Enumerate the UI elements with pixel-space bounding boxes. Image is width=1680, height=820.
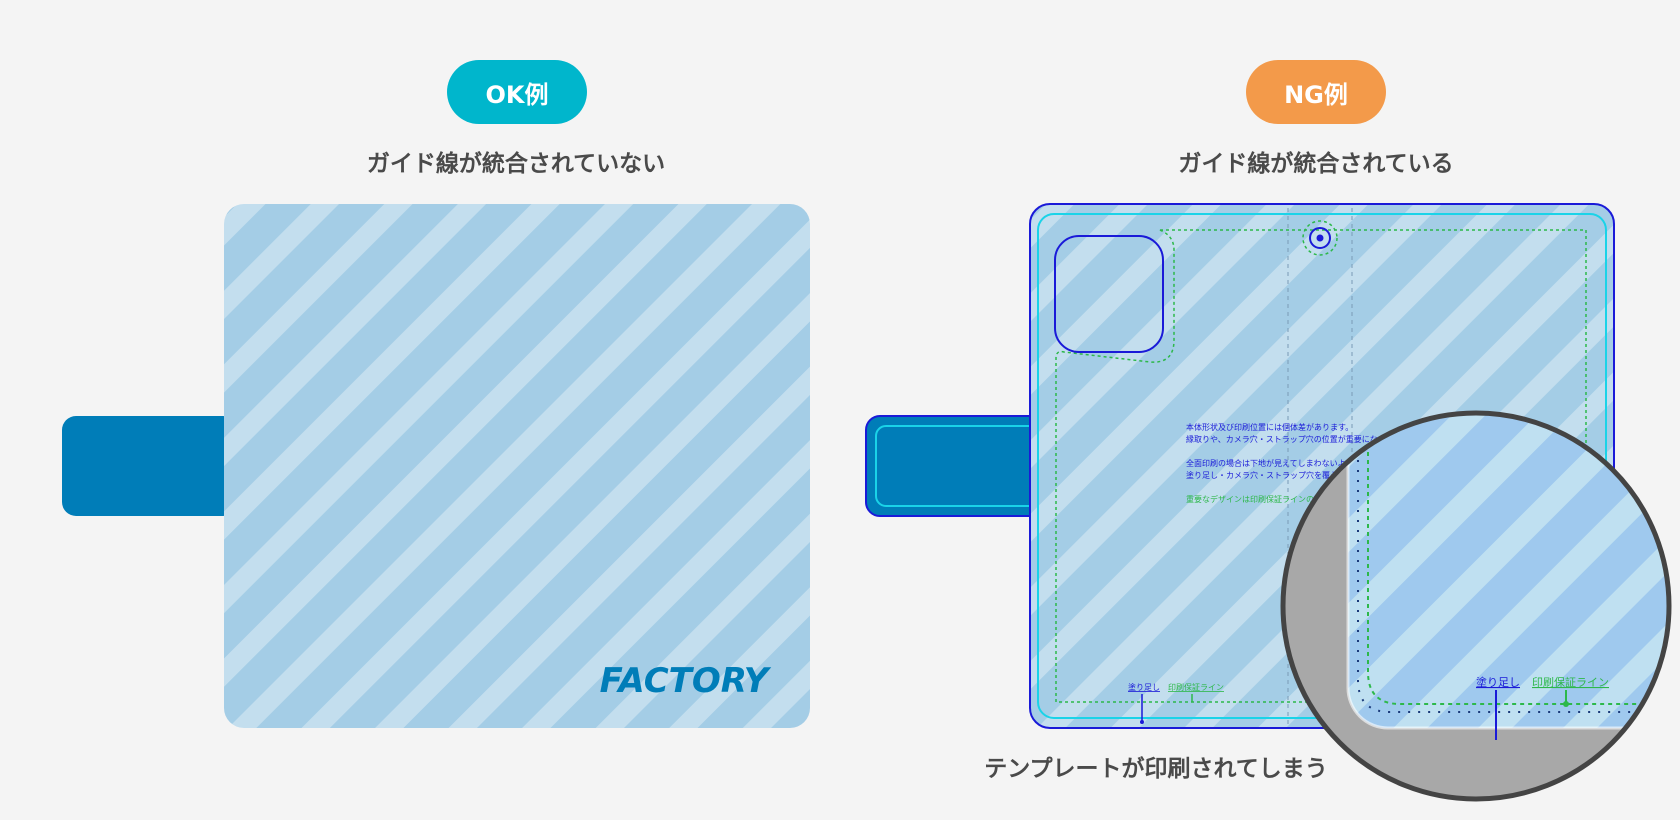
ng-label-safe: 印刷保証ライン bbox=[1168, 682, 1224, 692]
ok-flap bbox=[62, 416, 237, 516]
magnifier-ring bbox=[1280, 410, 1672, 802]
ng-note-4: 塗り足し・カメラ穴・ストラップ穴を覆うよう bbox=[1186, 470, 1354, 480]
ng-note-2: 縁取りや、カメラ穴・ストラップ穴の位置が重要になるデザ bbox=[1186, 434, 1402, 444]
ng-note-green: 重要なデザインは印刷保証ラインの内側 bbox=[1186, 494, 1330, 504]
ok-caption: ガイド線が統合されていない bbox=[366, 151, 666, 177]
ng-caption: ガイド線が統合されている bbox=[1178, 151, 1454, 177]
ng-bottom-caption: テンプレートが印刷されてしまう bbox=[984, 756, 1328, 782]
ng-label-bleed: 塗り足し bbox=[1128, 682, 1160, 692]
ng-note-1: 本体形状及び印刷位置には個体差があります。 bbox=[1186, 422, 1353, 432]
ng-flap bbox=[865, 415, 1047, 517]
camera-hole-guide bbox=[1054, 235, 1164, 353]
ng-badge: NG例 bbox=[1246, 60, 1386, 124]
ok-badge: OK例 bbox=[447, 60, 587, 124]
zoom-label-safe: 印刷保証ライン bbox=[1532, 675, 1609, 689]
zoom-label-bleed: 塗り足し bbox=[1476, 675, 1520, 689]
ok-logo: FACTORY bbox=[600, 661, 772, 701]
ok-case-body bbox=[224, 204, 810, 728]
ng-note-3: 全面印刷の場合は下地が見えてしまわないよう bbox=[1186, 458, 1353, 468]
